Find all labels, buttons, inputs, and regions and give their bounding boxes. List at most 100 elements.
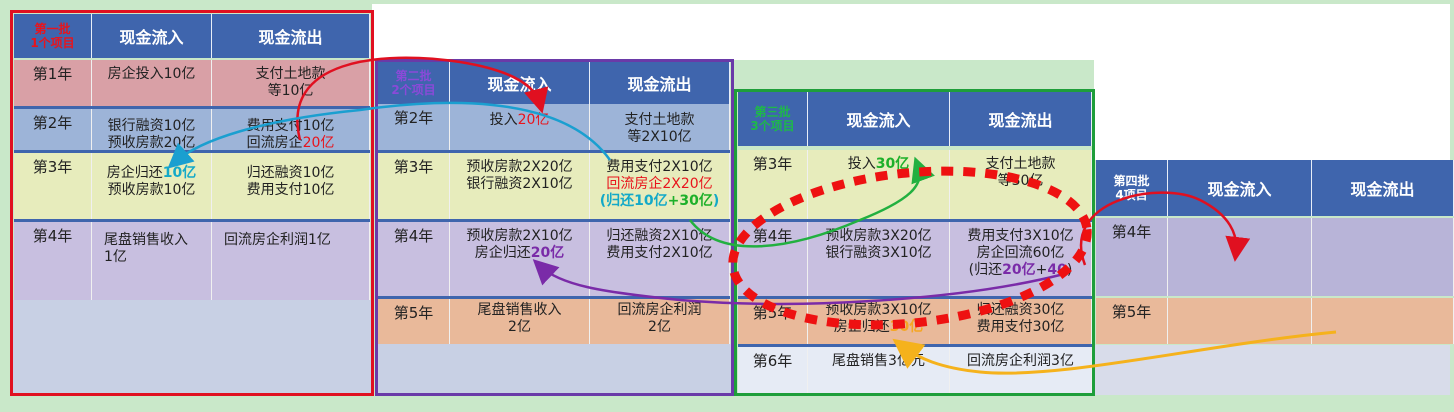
- text: 回流房企: [246, 135, 303, 151]
- batch4-outflow-cell: [1312, 298, 1454, 344]
- highlight-text: (归还: [599, 193, 635, 209]
- batch1-outflow-cell: 费用支付10亿回流房企20亿: [212, 109, 370, 151]
- text: 费用支付10亿: [246, 118, 335, 134]
- text: 2亿: [508, 319, 531, 335]
- text: 等2X10亿: [627, 129, 692, 145]
- text: 银行融资3X10亿: [825, 245, 932, 261]
- text: 预收房款2X10亿: [466, 228, 573, 244]
- highlight-text: +: [667, 193, 680, 209]
- batch3-line2: 3个项目: [750, 119, 795, 133]
- batch3-outflow-cell: 归还融资30亿费用支付30亿: [950, 299, 1092, 344]
- batch4-year: 第5年: [1096, 298, 1168, 344]
- batch2-year: 第3年: [378, 153, 450, 219]
- batch3-outflow-cell: 支付土地款等30亿: [950, 150, 1092, 219]
- text: 预收房款2X20亿: [466, 159, 573, 175]
- text: 归还融资2X10亿: [606, 228, 713, 244]
- batch1-label: 第一批 1个项目: [14, 14, 92, 58]
- highlight-text: 10亿: [634, 193, 668, 209]
- text: (归还: [968, 262, 1003, 278]
- batch2-year: 第2年: [378, 104, 450, 150]
- batch1-year: 第4年: [14, 222, 92, 300]
- text: 支付土地款: [255, 66, 326, 82]
- row-divider: [378, 296, 730, 299]
- batch3-year: 第3年: [738, 150, 808, 219]
- highlight-text: 20亿: [517, 112, 550, 128]
- arrow-orange-batch4-to-batch3: [892, 330, 1337, 375]
- text: 银行融资2X10亿: [466, 176, 573, 192]
- batch1-outflow-cell: 支付土地款等10亿: [212, 60, 370, 106]
- batch2-outflow-cell: 费用支付2X10亿回流房企2X20亿(归还10亿+30亿): [590, 153, 730, 219]
- row-divider: [738, 219, 1092, 222]
- batch2-line1: 第二批: [395, 69, 432, 83]
- highlight-text: 20亿: [302, 135, 335, 151]
- text: 尾盘销售收入: [104, 232, 188, 248]
- text: 归还融资30亿: [976, 302, 1065, 318]
- arrow-purple-batch3-to-batch2: [532, 259, 1061, 306]
- batch1-inflow-cell: 房企归还10亿预收房款10亿: [92, 153, 212, 219]
- highlight-text: 30亿: [875, 156, 910, 172]
- batch4-inflow-header: 现金流入: [1168, 160, 1312, 216]
- batch1-line2: 1个项目: [30, 36, 75, 50]
- highlight-text: 回流房企2X20亿: [606, 176, 713, 192]
- white-area: [1094, 4, 1450, 160]
- text: 预收房款10亿: [107, 182, 196, 198]
- text: 1亿: [104, 249, 127, 265]
- text: 回流房企利润3亿: [967, 353, 1074, 369]
- arrow-cyan-batch2-to-batch1: [167, 101, 612, 169]
- text: 预收房款3X20亿: [825, 228, 932, 244]
- batch3-year: 第4年: [738, 222, 808, 296]
- highlight-text: 30亿: [679, 193, 713, 209]
- batch1-line1: 第一批: [34, 22, 71, 36]
- dotted-highlight-ellipse: [728, 166, 1092, 330]
- batch2-year: 第5年: [378, 299, 450, 344]
- text: 等10亿: [267, 83, 314, 99]
- highlight-text: ): [712, 193, 720, 209]
- text: 费用支付30亿: [976, 319, 1065, 335]
- text: 支付土地款: [985, 156, 1056, 172]
- row-divider: [14, 219, 370, 222]
- batch1-inflow-cell: 房企投入10亿: [92, 60, 212, 106]
- text: 费用支付3X10亿: [967, 228, 1074, 244]
- empty-area: [376, 344, 732, 396]
- arrow-red-batch3-to-batch4: [1079, 191, 1251, 266]
- batch1-year: 第3年: [14, 153, 92, 219]
- batch4-outflow-header: 现金流出: [1312, 160, 1454, 216]
- text: 房企投入10亿: [107, 66, 196, 82]
- batch3-inflow-cell: 预收房款3X20亿银行融资3X10亿: [808, 222, 950, 296]
- text: 房企归还: [106, 165, 163, 181]
- batch2-year: 第4年: [378, 222, 450, 296]
- text: 回流房企利润: [617, 302, 702, 318]
- batch1-outflow-cell: 回流房企利润1亿: [212, 222, 370, 300]
- batch1-outflow-cell: 归还融资10亿费用支付10亿: [212, 153, 370, 219]
- text: 费用支付2X10亿: [606, 159, 713, 175]
- batch2-inflow-cell: 投入20亿: [450, 104, 590, 150]
- text: 费用支付10亿: [246, 182, 335, 198]
- batch3-inflow-cell: 尾盘销售3亿元: [808, 347, 950, 393]
- text: 银行融资10亿: [107, 118, 196, 134]
- empty-area: [1094, 345, 1450, 395]
- arrow-red-batch1-to-batch2: [296, 56, 549, 141]
- batch2-inflow-cell: 预收房款2X10亿房企归还20亿: [450, 222, 590, 296]
- batch4-line1: 第四批: [1113, 174, 1150, 188]
- text: 回流房企利润1亿: [224, 232, 331, 248]
- row-divider: [378, 219, 730, 222]
- batch2-outflow-header: 现金流出: [590, 62, 730, 104]
- text: 费用支付2X10亿: [606, 245, 713, 261]
- batch1-year: 第1年: [14, 60, 92, 106]
- text: 2亿: [648, 319, 671, 335]
- text: 支付土地款: [624, 112, 695, 128]
- empty-area: [10, 300, 374, 396]
- arrow-green-batch2-to-batch3: [689, 156, 935, 248]
- text: 投入: [847, 156, 876, 172]
- white-area: [372, 4, 1094, 60]
- text: 房企归还: [474, 245, 531, 261]
- text: 投入: [489, 112, 518, 128]
- text: 尾盘销售收入: [477, 302, 562, 318]
- batch2-outflow-cell: 支付土地款等2X10亿: [590, 104, 730, 150]
- batch3-inflow-header: 现金流入: [808, 92, 950, 146]
